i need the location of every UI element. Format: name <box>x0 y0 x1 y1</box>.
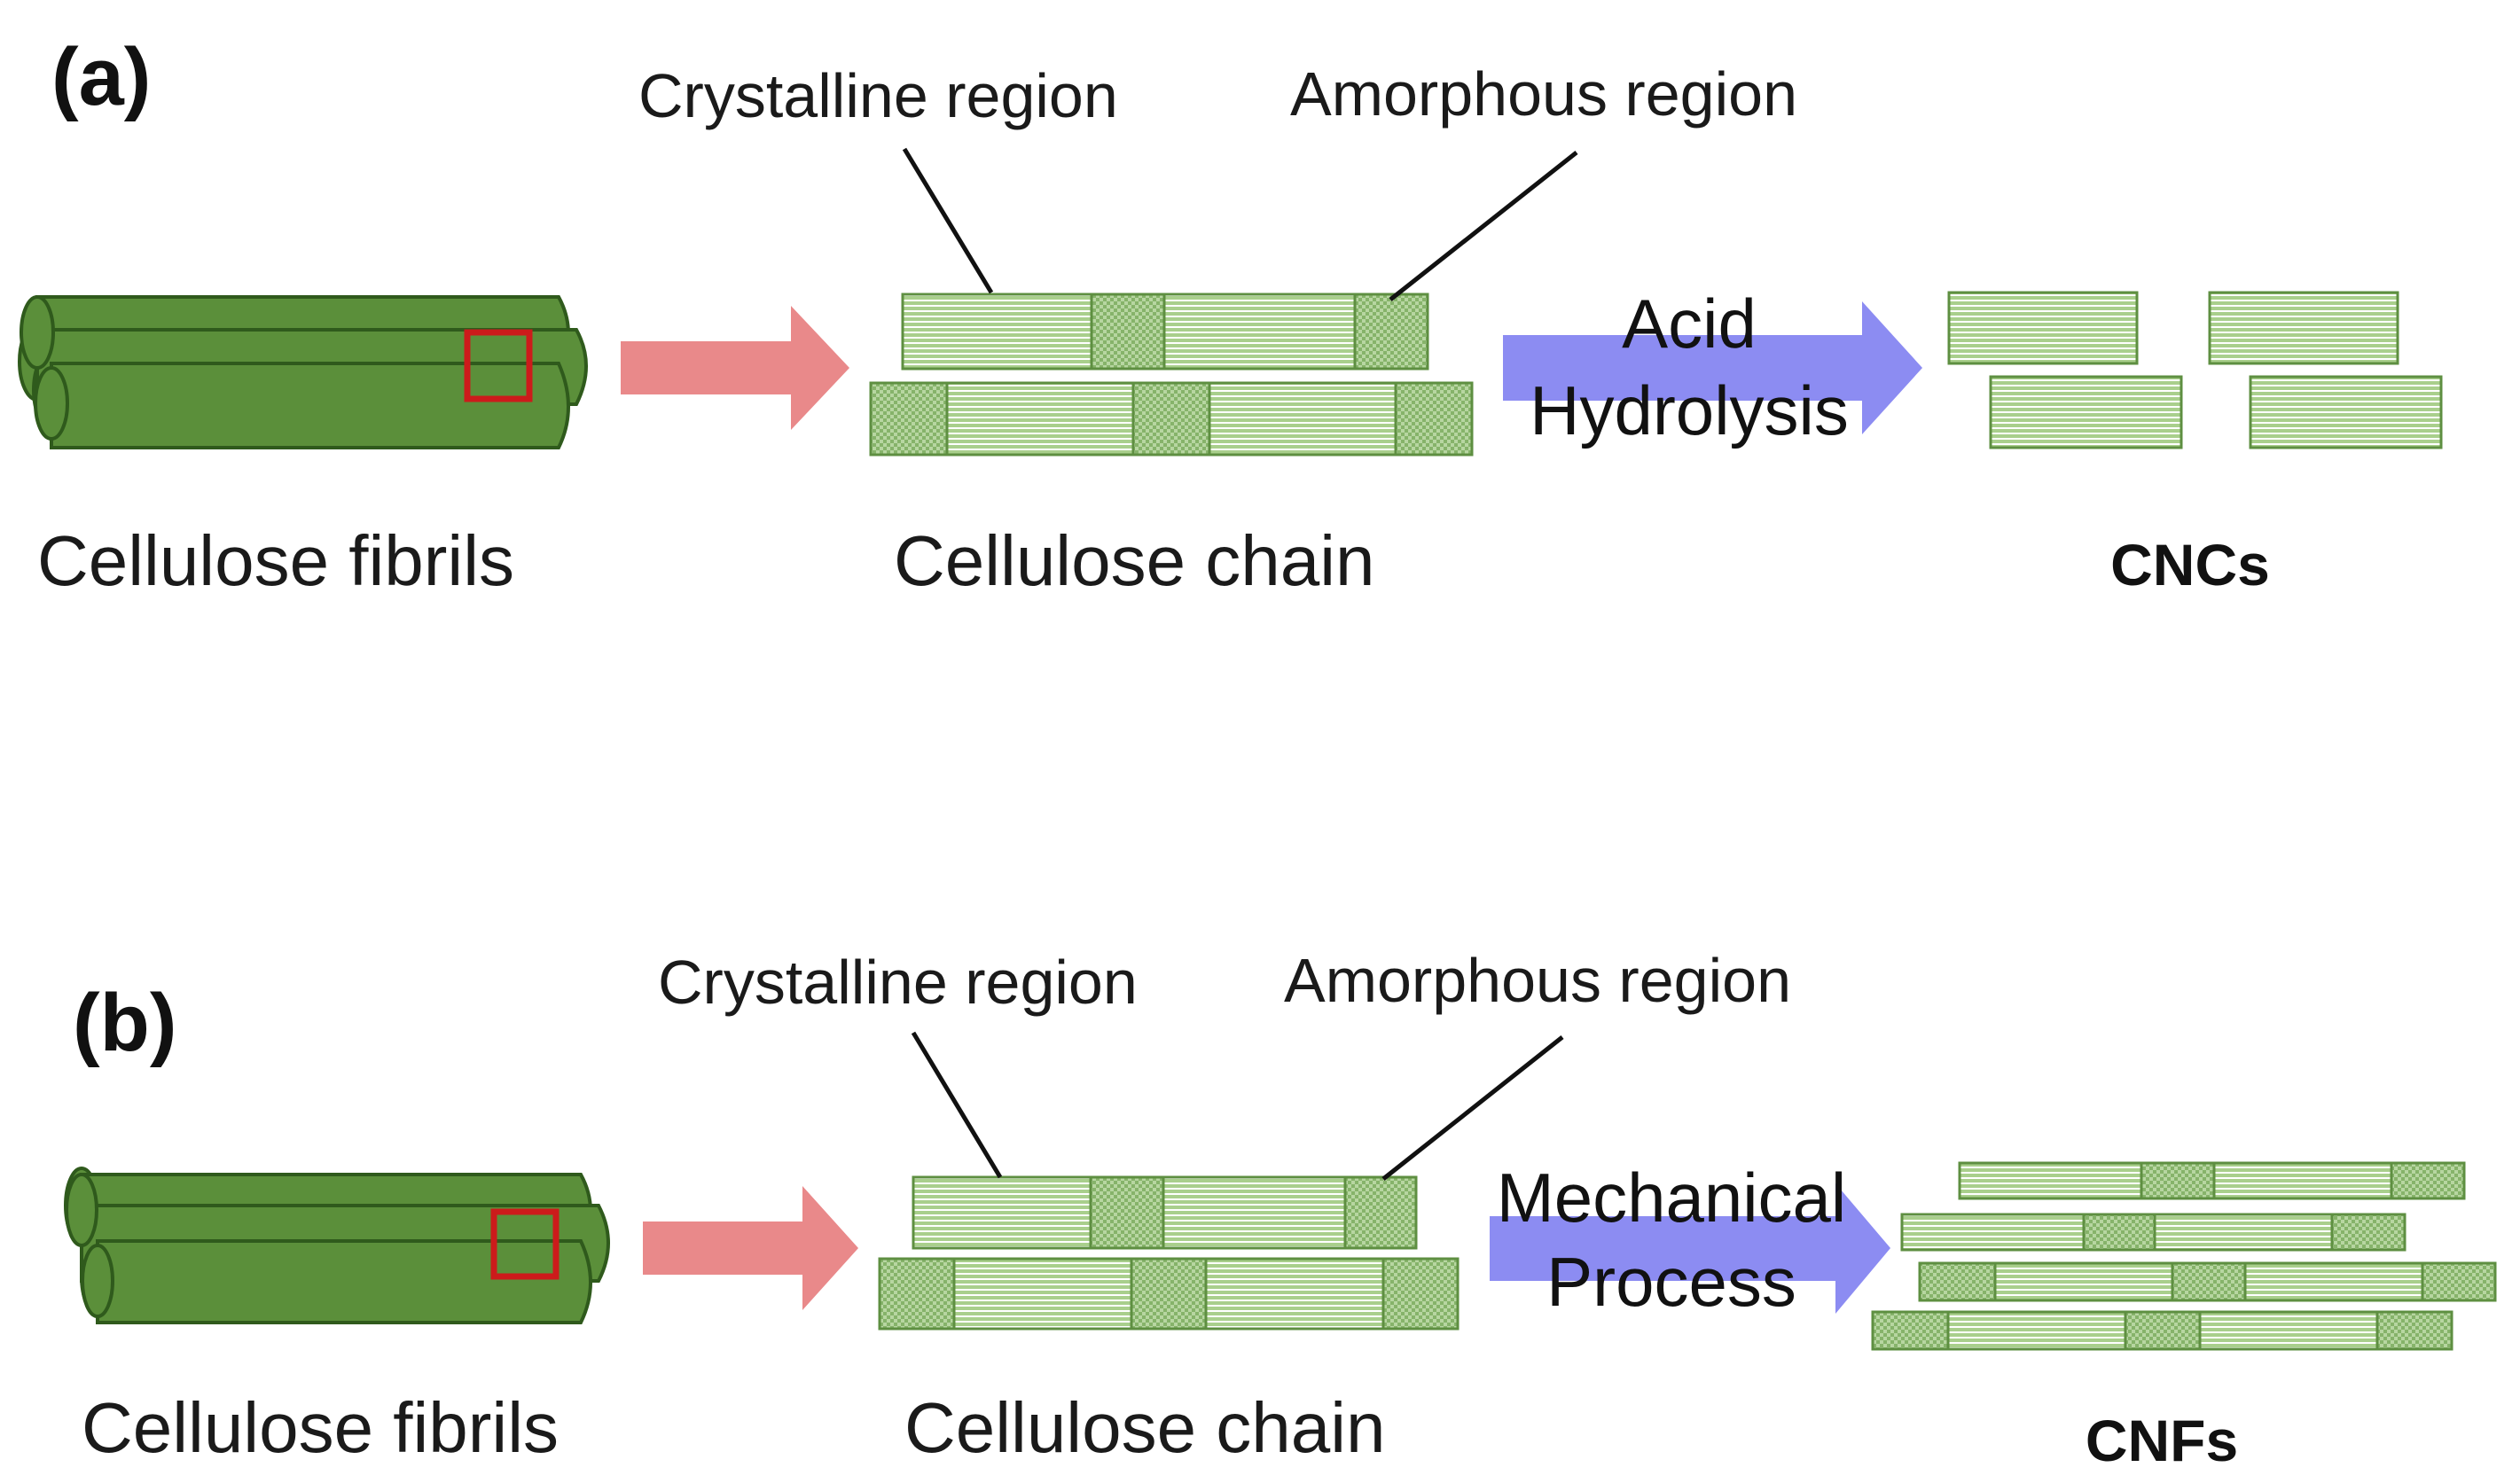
crystalline-segment <box>1208 381 1397 457</box>
cnf-crystalline-segment <box>2212 1161 2393 1200</box>
amorphous-segment <box>1353 293 1429 371</box>
panel-b-tag: (b) <box>73 978 176 1068</box>
cnf-crystalline-segment <box>1900 1213 2086 1252</box>
crystalline-segment <box>1162 1175 1347 1250</box>
cnf-crystalline-segment <box>1958 1161 2143 1200</box>
cnc-crystal <box>2249 375 2443 449</box>
process-label-line1: Acid <box>1622 285 1757 363</box>
cnf-crystalline-segment <box>2198 1310 2379 1351</box>
panel-a-tag: (a) <box>51 32 151 122</box>
crystalline-segment <box>952 1257 1133 1331</box>
cellulose-fibril-bundle <box>64 1167 610 1324</box>
cnf-amorphous-segment <box>2375 1310 2453 1351</box>
amorphous-segment <box>1343 1175 1418 1250</box>
amorphous-region-label: Amorphous region <box>1284 946 1791 1015</box>
amorphous-segment <box>1131 381 1211 457</box>
cnf-crystalline-segment <box>2153 1213 2334 1252</box>
crystalline-segment <box>901 293 1093 371</box>
highlight-box <box>490 1208 560 1280</box>
amorphous-segment <box>1089 1175 1165 1250</box>
cnf-amorphous-segment <box>2330 1213 2407 1252</box>
crystalline-region-label: Crystalline region <box>638 61 1118 130</box>
highlight-box <box>464 329 533 402</box>
cnf-amorphous-segment <box>2171 1261 2247 1302</box>
cellulose-chain <box>869 293 1474 457</box>
crystalline-segment <box>945 381 1135 457</box>
cnc-crystal <box>2208 291 2399 365</box>
cnf-crystalline-segment <box>2243 1261 2424 1302</box>
chain-label: Cellulose chain <box>904 1388 1386 1467</box>
cellulose-fibril-bundle <box>18 295 588 449</box>
cnf-amorphous-segment <box>1918 1261 1997 1302</box>
process-arrow <box>1503 301 1922 434</box>
process-label-line1: Mechanical <box>1497 1159 1847 1237</box>
cnf-amorphous-segment <box>2421 1261 2497 1302</box>
cnf-crystalline-segment <box>1993 1261 2174 1302</box>
product-label: CNFs <box>2086 1408 2238 1473</box>
crystalline-segment <box>1162 293 1357 371</box>
cnf-amorphous-segment <box>2140 1161 2216 1200</box>
process-arrow <box>1490 1183 1890 1314</box>
process-label-line2: Process <box>1546 1243 1796 1321</box>
cnf-amorphous-segment <box>2124 1310 2202 1351</box>
panel-b: (b) Cellulose fibrils C <box>64 946 2497 1473</box>
cnc-crystal <box>1947 291 2139 365</box>
crystalline-segment <box>1204 1257 1385 1331</box>
cnf-amorphous-segment <box>2082 1213 2156 1252</box>
amorphous-region-label: Amorphous region <box>1290 59 1797 129</box>
fibril-label: Cellulose fibrils <box>37 521 514 600</box>
fibril-label: Cellulose fibrils <box>82 1388 559 1467</box>
step-arrow <box>643 1186 858 1310</box>
cnf-fibers <box>1871 1161 2497 1351</box>
cellulose-chain <box>878 1175 1460 1331</box>
crystalline-pointer <box>911 1031 1003 1179</box>
cnf-amorphous-segment <box>1871 1310 1950 1351</box>
crystalline-segment <box>912 1175 1092 1250</box>
amorphous-segment <box>878 1257 956 1331</box>
chain-label: Cellulose chain <box>894 521 1375 600</box>
cnc-crystals <box>1947 291 2443 449</box>
panel-a: (a) Cellulose fibrils C <box>18 32 2443 600</box>
cnf-crystalline-segment <box>1946 1310 2127 1351</box>
amorphous-pointer <box>1381 1035 1564 1181</box>
amorphous-segment <box>1381 1257 1460 1331</box>
process-label-line2: Hydrolysis <box>1530 371 1849 449</box>
cnf-amorphous-segment <box>2390 1161 2466 1200</box>
crystalline-region-label: Crystalline region <box>658 948 1138 1017</box>
amorphous-segment <box>1130 1257 1208 1331</box>
step-arrow <box>621 306 849 430</box>
cnc-crystal <box>1989 375 2183 449</box>
amorphous-segment <box>869 381 949 457</box>
amorphous-segment <box>1090 293 1166 371</box>
product-label: CNCs <box>2110 532 2270 597</box>
crystalline-pointer <box>902 147 994 294</box>
amorphous-segment <box>1394 381 1474 457</box>
amorphous-pointer <box>1389 151 1578 301</box>
